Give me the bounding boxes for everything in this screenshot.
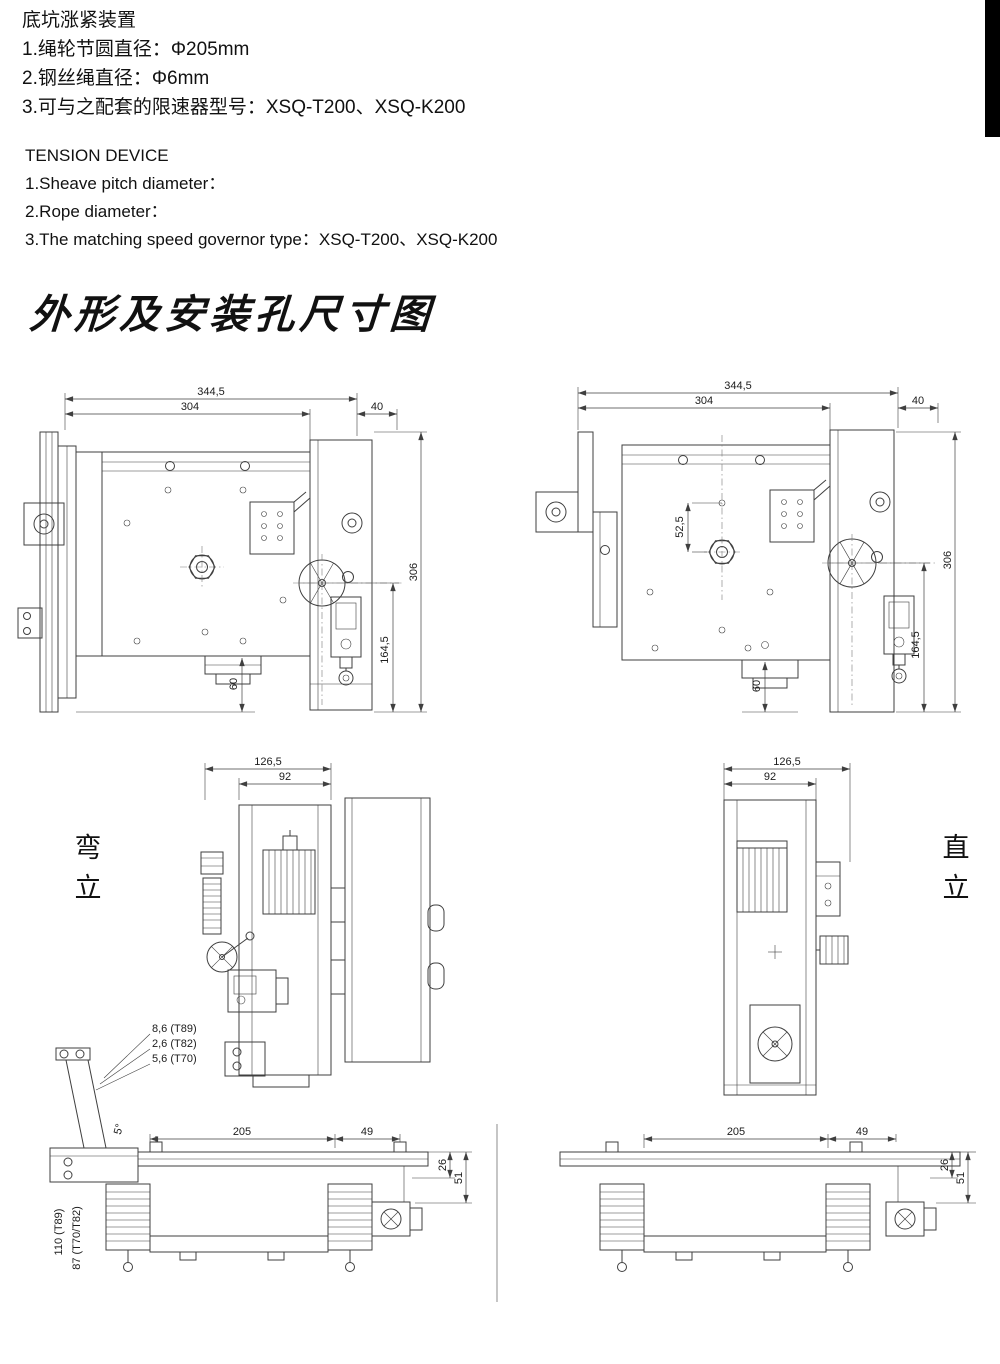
chinese-spec-block: 底坑涨紧装置 1.绳轮节圆直径：Φ205mm 2.钢丝绳直径：Φ6mm 3.可与… (22, 6, 465, 122)
dims-side-upright: 126,5 92 (723, 756, 851, 862)
dims-bottom-upright: 205 49 26 51 (643, 1126, 976, 1204)
drawing-side-upright: 126,5 92 (723, 756, 851, 1096)
dim-total-depth: 126,5 (773, 756, 801, 768)
dim-total-depth: 126,5 (254, 756, 282, 768)
dim-side-width: 40 (912, 395, 924, 407)
dim-mid-height: 164,5 (379, 636, 391, 664)
cn-title: 底坑涨紧装置 (22, 10, 137, 31)
dim-mid-height: 164,5 (910, 631, 922, 659)
dims-front-upright: 344,5 304 40 52,5 306 164,5 60 (577, 380, 961, 713)
dim-inner-width: 304 (181, 401, 199, 413)
dim-h51: 51 (955, 1172, 967, 1184)
dim-inner-depth: 92 (764, 771, 776, 783)
drawing-bottom-upright: 205 49 26 51 (559, 1126, 976, 1272)
plate-thickness-t70: 5,6 (T70) (152, 1053, 197, 1065)
dim-offset: 52,5 (674, 516, 686, 537)
en-item-1: 1.Sheave pitch diameter： (25, 174, 226, 193)
dim-height: 306 (408, 563, 420, 581)
dims-side-bent: 126,5 92 (204, 756, 332, 800)
drawing-side-bent: 126,5 92 (200, 756, 445, 1088)
dim-height: 306 (942, 551, 954, 569)
dim-w49: 49 (361, 1126, 373, 1138)
english-spec-block: TENSION DEVICE 1.Sheave pitch diameter： … (25, 142, 497, 254)
cn-item-2: 2.钢丝绳直径：Φ6mm (22, 68, 210, 89)
dim-w49: 49 (856, 1126, 868, 1138)
dims-front-bent: 344,5 304 40 306 164,5 60 (64, 386, 427, 713)
dim-h51: 51 (453, 1172, 465, 1184)
cn-item-1: 1.绳轮节圆直径：Φ205mm (22, 39, 250, 60)
dim-w205: 205 (727, 1126, 745, 1138)
dim-inner-depth: 92 (279, 771, 291, 783)
drawing-front-upright: 344,5 304 40 52,5 306 164,5 60 (535, 380, 961, 713)
en-item-3: 3.The matching speed governor type：XSQ-T… (25, 230, 498, 249)
drawing-front-bent: 344,5 304 40 306 164,5 60 (17, 386, 427, 713)
dim-bottom-height: 60 (228, 678, 240, 690)
plate-thickness-t89: 8,6 (T89) (152, 1023, 197, 1035)
orientation-label-bent: 弯立 (74, 833, 102, 903)
dim-side-width: 40 (371, 401, 383, 413)
dim-w205: 205 (233, 1126, 251, 1138)
dims-bottom-bent: 205 49 26 51 (149, 1126, 472, 1204)
cn-item-3: 3.可与之配套的限速器型号：XSQ-T200、XSQ-K200 (22, 97, 466, 118)
plate-thickness-t82: 2,6 (T82) (152, 1038, 197, 1050)
dim-h26: 26 (939, 1159, 951, 1171)
dim-total-width: 344,5 (197, 386, 225, 398)
dim-bottom-height: 60 (751, 680, 763, 692)
en-item-2: 2.Rope diameter： (25, 202, 168, 221)
angle-label: 5° (112, 1123, 126, 1136)
orientation-label-upright: 直立 (942, 833, 970, 903)
dim-bracket-110: 110 (T89) (53, 1209, 65, 1256)
dim-h26: 26 (437, 1159, 449, 1171)
drawing-bottom-bent: 8,6 (T89) 2,6 (T82) 5,6 (T70) 5° (49, 1023, 472, 1272)
dim-inner-width: 304 (695, 395, 713, 407)
en-title: TENSION DEVICE (25, 146, 169, 165)
dim-bracket-87: 87 (T70/T82) (71, 1206, 83, 1270)
page-corner-bar (985, 0, 1000, 137)
dim-total-width: 344,5 (724, 380, 752, 392)
